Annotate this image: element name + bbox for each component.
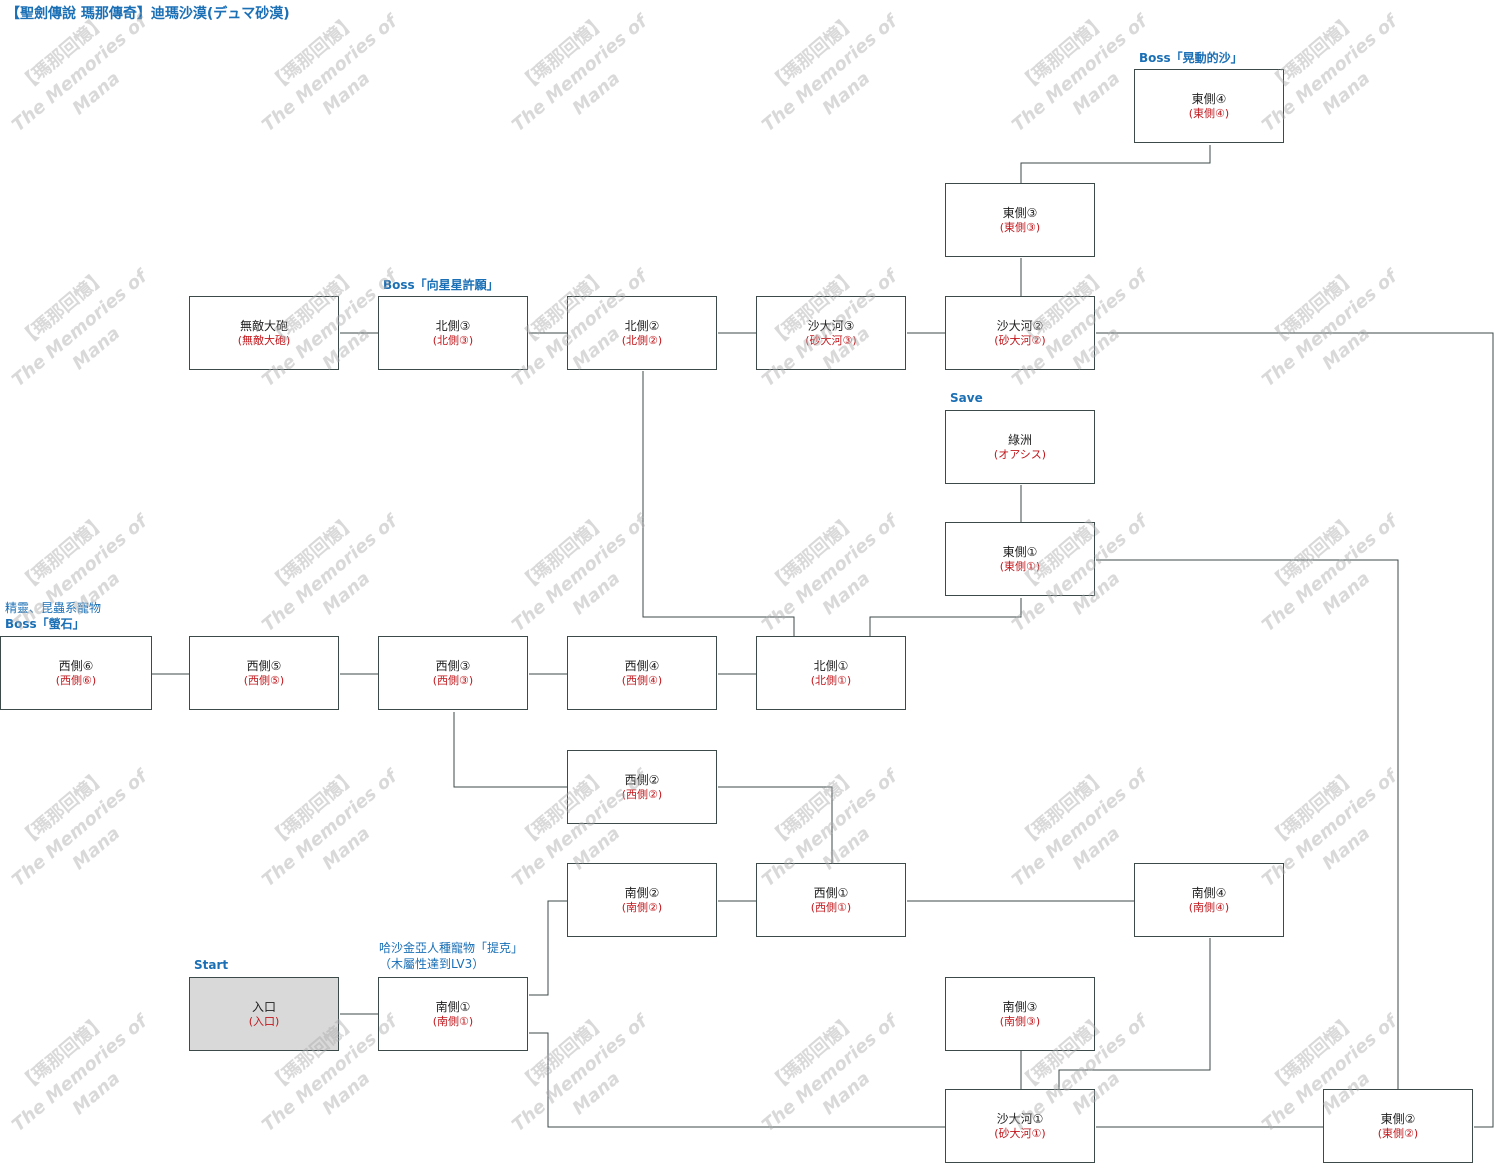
node-south4: 南側④ (南側④) — [1134, 863, 1284, 937]
node-name: 東側④ — [1191, 91, 1227, 106]
node-subname: (北側③) — [432, 333, 474, 347]
node-entrance: 入口 (入口) — [189, 977, 339, 1051]
node-name: 南側① — [435, 999, 471, 1014]
node-name: 西側② — [624, 772, 660, 787]
link-west3-west2 — [453, 712, 567, 788]
node-subname: (東側①) — [999, 559, 1041, 573]
node-name: 入口 — [251, 999, 276, 1014]
node-subname: (砂大河③) — [805, 333, 857, 347]
node-name: 沙大河③ — [807, 318, 855, 333]
node-subname: (北側②) — [621, 333, 663, 347]
node-subname: (北側①) — [810, 673, 852, 687]
link-east1-north1 — [869, 598, 1022, 636]
node-subname: (東側③) — [999, 220, 1041, 234]
node-name: 西側⑥ — [58, 658, 94, 673]
node-east2: 東側② (東側②) — [1323, 1089, 1473, 1163]
node-name: 北側① — [813, 658, 849, 673]
node-south3: 南側③ (南側③) — [945, 977, 1095, 1051]
node-name: 西側③ — [435, 658, 471, 673]
pet-label-west6: 精靈、昆蟲系寵物 — [5, 601, 102, 615]
node-west2: 西側② (西側②) — [567, 750, 717, 824]
link-east4-east3 — [1020, 145, 1211, 183]
node-name: 無敵大砲 — [239, 318, 288, 333]
node-name: 西側④ — [624, 658, 660, 673]
link-river2-east2 — [1096, 332, 1494, 1128]
node-name: 東側③ — [1002, 205, 1038, 220]
node-south1: 南側① (南側①) — [378, 977, 528, 1051]
save-label: Save — [950, 391, 983, 405]
link-south1-south2 — [529, 900, 567, 996]
page-title: 【聖劍傳說 瑪那傳奇】迪瑪沙漠(デュマ砂漠) — [6, 6, 290, 22]
link-south1-river1 — [529, 1032, 945, 1128]
node-name: 南側③ — [1002, 999, 1038, 1014]
node-subname: (西側④) — [621, 673, 663, 687]
node-subname: (無敵大砲) — [237, 333, 291, 347]
node-cannon: 無敵大砲 (無敵大砲) — [189, 296, 339, 370]
boss-label-north3: Boss「向星星許願」 — [383, 278, 499, 292]
node-subname: (砂大河①) — [994, 1126, 1046, 1140]
node-north1: 北側① (北側①) — [756, 636, 906, 710]
node-name: 西側⑤ — [246, 658, 282, 673]
node-west5: 西側⑤ (西側⑤) — [189, 636, 339, 710]
node-river3: 沙大河③ (砂大河③) — [756, 296, 906, 370]
node-subname: (砂大河②) — [994, 333, 1046, 347]
node-name: 北側② — [624, 318, 660, 333]
node-west3: 西側③ (西側③) — [378, 636, 528, 710]
node-name: 北側③ — [435, 318, 471, 333]
node-subname: (南側①) — [432, 1014, 474, 1028]
node-north2: 北側② (北側②) — [567, 296, 717, 370]
node-subname: (西側①) — [810, 900, 852, 914]
node-name: 南側④ — [1191, 885, 1227, 900]
node-subname: (西側⑤) — [243, 673, 285, 687]
node-subname: (東側②) — [1377, 1126, 1419, 1140]
node-subname: (南側③) — [999, 1014, 1041, 1028]
node-subname: (西側⑥) — [55, 673, 97, 687]
node-subname: (西側②) — [621, 787, 663, 801]
node-name: 東側① — [1002, 544, 1038, 559]
node-name: 南側② — [624, 885, 660, 900]
node-name: 東側② — [1380, 1111, 1416, 1126]
node-west4: 西側④ (西側④) — [567, 636, 717, 710]
node-subname: (西側③) — [432, 673, 474, 687]
link-west2-west1 — [718, 786, 833, 863]
node-name: 沙大河① — [996, 1111, 1044, 1126]
node-south2: 南側② (南側②) — [567, 863, 717, 937]
node-subname: (オアシス) — [993, 447, 1047, 461]
node-subname: (南側④) — [1188, 900, 1230, 914]
pet-label-south1: 哈沙金亞人種寵物「提克」 — [379, 941, 524, 955]
node-east4: 東側④ (東側④) — [1134, 69, 1284, 143]
start-label: Start — [194, 958, 229, 972]
node-name: 綠洲 — [1007, 432, 1032, 447]
node-name: 西側① — [813, 885, 849, 900]
node-name: 沙大河② — [996, 318, 1044, 333]
node-east3: 東側③ (東側③) — [945, 183, 1095, 257]
boss-label-east4: Boss「晃動的沙」 — [1139, 51, 1243, 65]
node-west6: 西側⑥ (西側⑥) — [0, 636, 152, 710]
node-east1: 東側① (東側①) — [945, 522, 1095, 596]
condition-label-south1: （木屬性達到LV3） — [379, 957, 485, 971]
node-oasis: 綠洲 (オアシス) — [945, 410, 1095, 484]
node-north3: 北側③ (北側③) — [378, 296, 528, 370]
boss-label-west6: Boss「螢石」 — [5, 617, 85, 631]
link-east1-east2 — [1096, 559, 1399, 1089]
node-subname: (入口) — [248, 1014, 280, 1028]
link-north2-north1 — [642, 371, 795, 636]
node-west1: 西側① (西側①) — [756, 863, 906, 937]
node-subname: (東側④) — [1188, 106, 1230, 120]
node-subname: (南側②) — [621, 900, 663, 914]
node-river1: 沙大河① (砂大河①) — [945, 1089, 1095, 1163]
node-river2: 沙大河② (砂大河②) — [945, 296, 1095, 370]
link-south4-river1 — [1058, 938, 1211, 1089]
